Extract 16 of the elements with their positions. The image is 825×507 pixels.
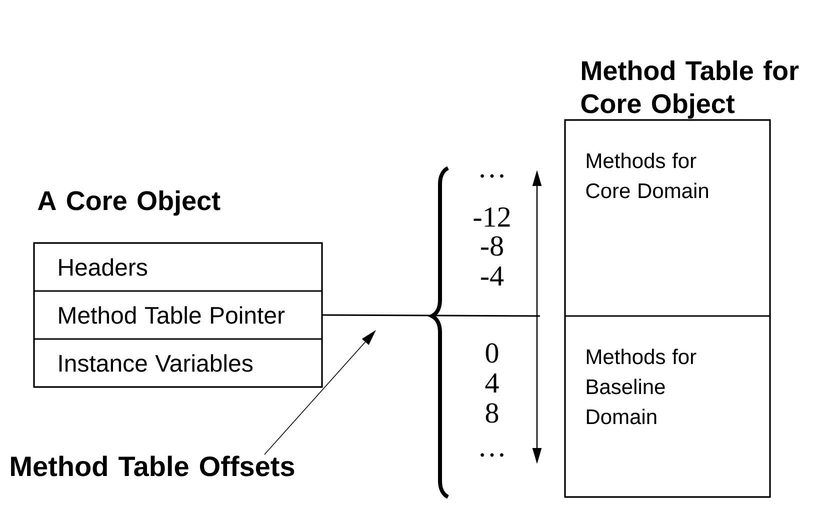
- offset-number: -4: [481, 266, 504, 286]
- offset-number: -8: [481, 236, 503, 256]
- table-heading: A Core Object: [38, 190, 220, 216]
- table-cell: Methods for Core Domain: [564, 119, 771, 317]
- table-heading: Method Table for Core Object: [581, 60, 799, 119]
- offset-number: …: [480, 174, 504, 178]
- offset-number: 4: [485, 373, 499, 393]
- table-cell: Methods for Baseline Domain: [564, 315, 771, 498]
- table-cell: Headers: [33, 242, 323, 292]
- caption: Method Table Offsets: [11, 456, 294, 476]
- table-cell: Instance Variables: [33, 338, 323, 388]
- offset-number: -12: [474, 207, 510, 227]
- table-cell: Method Table Pointer: [33, 290, 323, 340]
- offset-number: 0: [486, 343, 498, 363]
- offset-number: …: [480, 453, 504, 457]
- offset-number: 8: [486, 403, 498, 423]
